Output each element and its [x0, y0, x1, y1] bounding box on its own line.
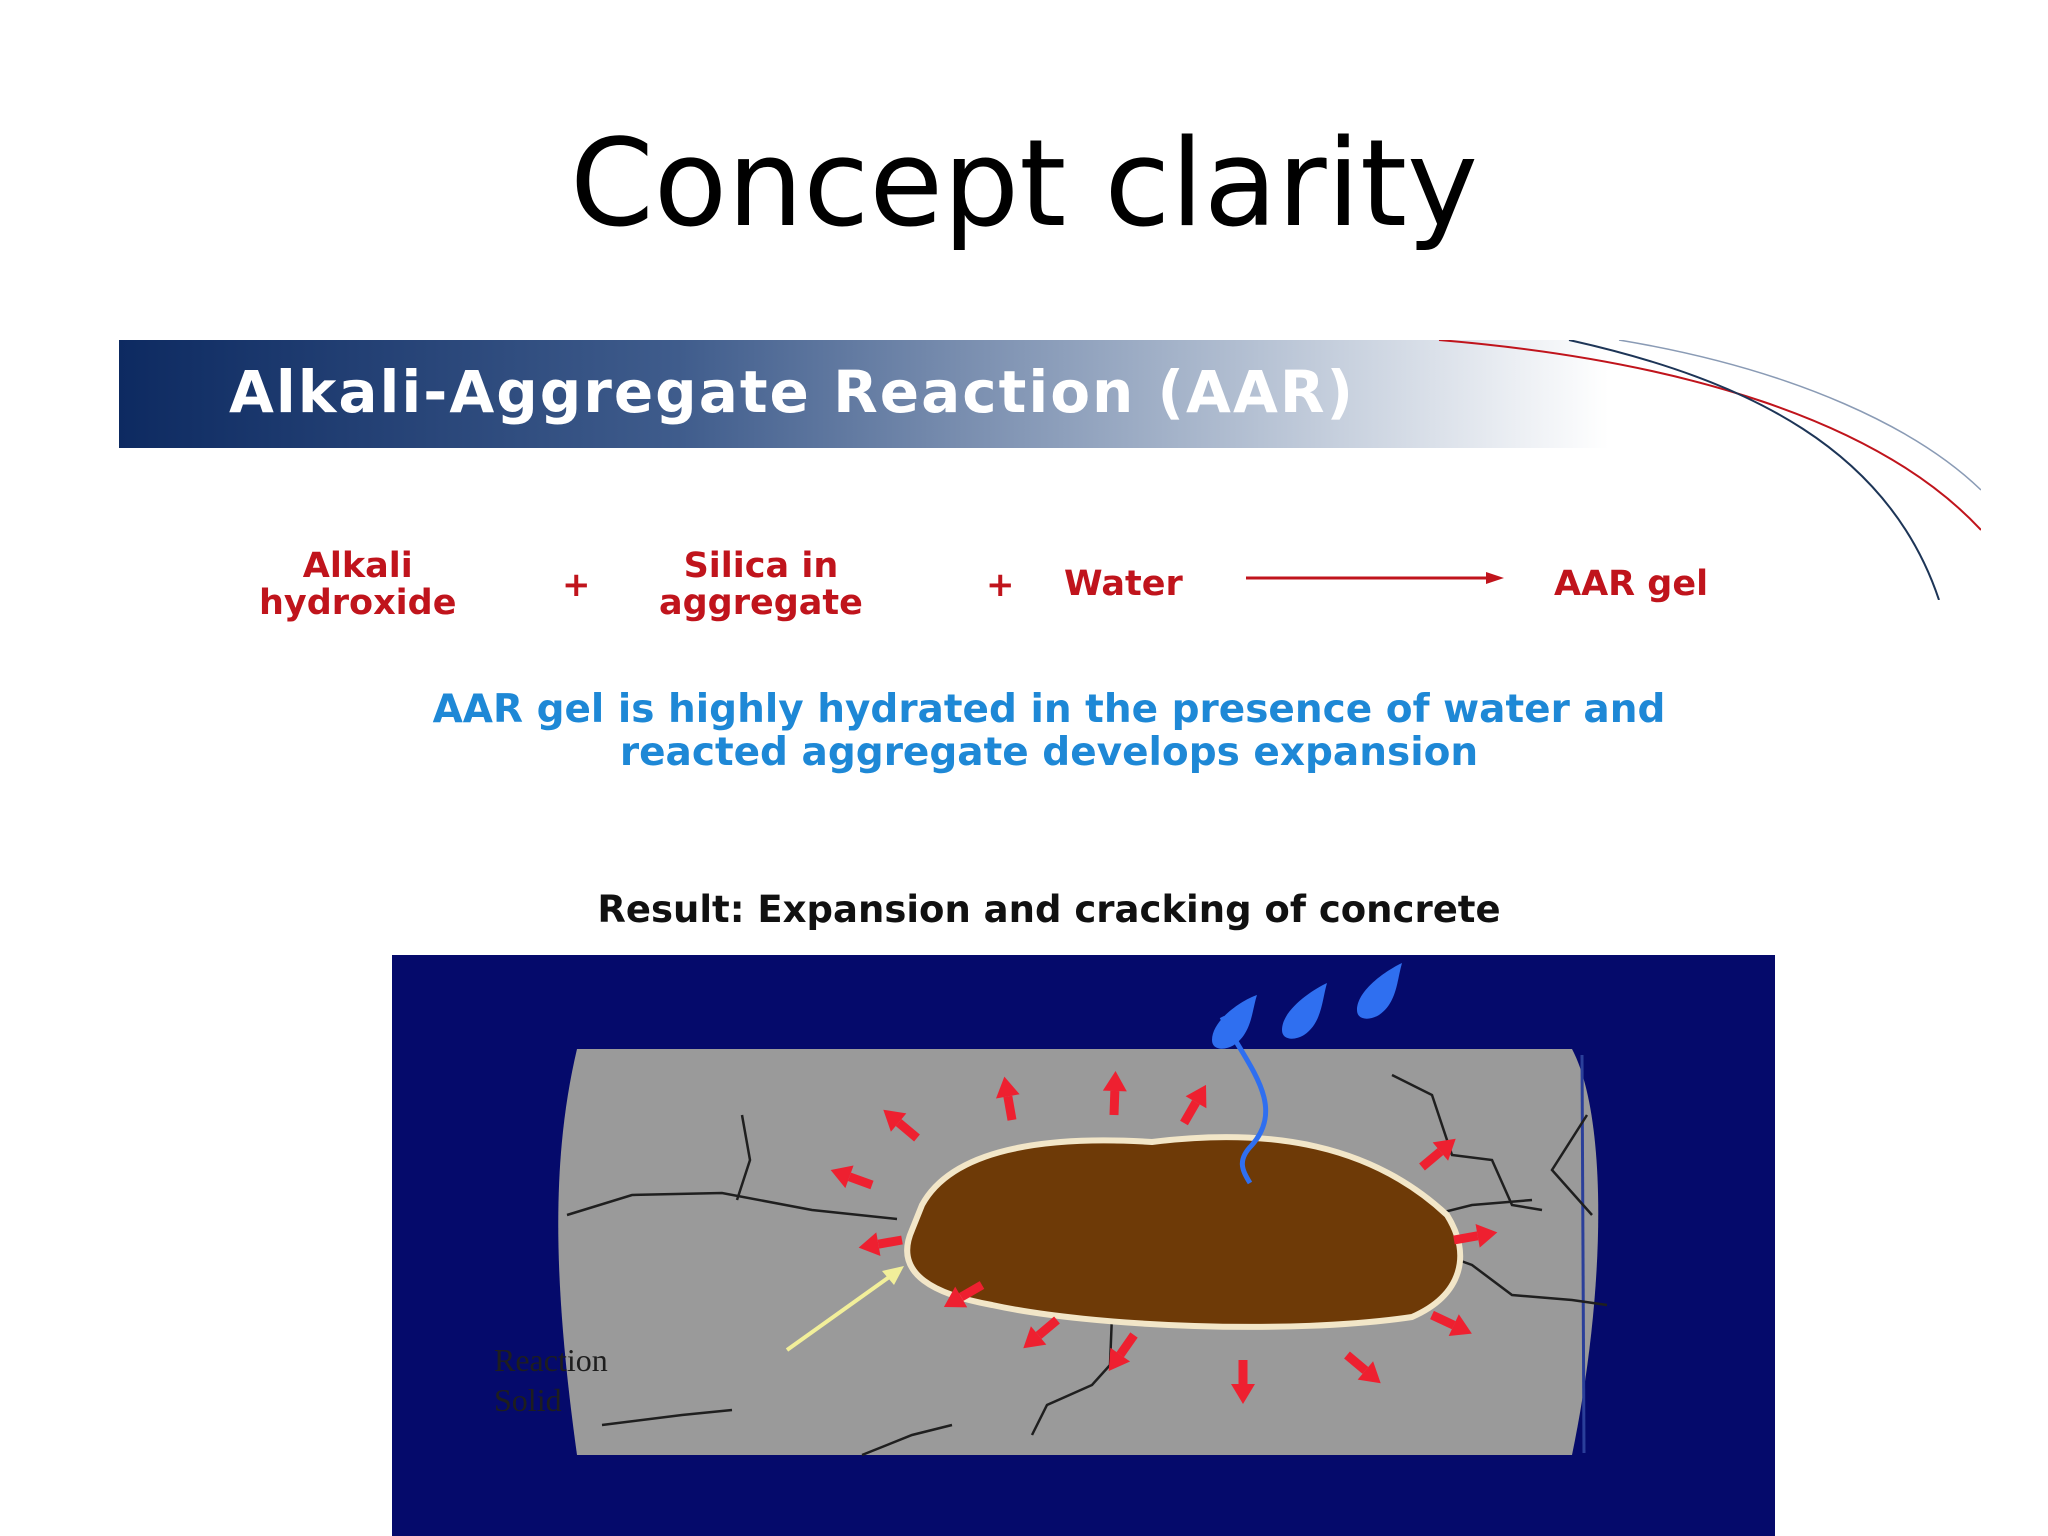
equation-term-water: Water [1064, 564, 1183, 604]
water-stream [1219, 1015, 1269, 1185]
title-banner: Alkali-Aggregate Reaction (AAR) [119, 340, 1981, 448]
term1-line2: hydroxide [259, 583, 457, 623]
label-pointer [785, 1273, 894, 1352]
expansion-arrow [1108, 1332, 1138, 1372]
cracks [566, 1073, 1608, 1457]
decorative-swoosh [1438, 340, 1981, 600]
expansion-arrow [1344, 1351, 1381, 1384]
expansion-arrow [996, 1076, 1020, 1121]
expansion-arrow [883, 1109, 920, 1142]
label-pointer-head [882, 1266, 904, 1285]
expansion-arrow [1231, 1360, 1255, 1404]
aar-illustration [392, 955, 1775, 1536]
equation-product-aar-gel: AAR gel [1554, 564, 1709, 604]
aggregate-particle [904, 1134, 1464, 1330]
slide-title: Concept clarity [569, 115, 1479, 254]
block-edge-line [1580, 1054, 1586, 1454]
expansion-arrow [1419, 1138, 1456, 1171]
banner-title: Alkali-Aggregate Reaction (AAR) [229, 358, 1355, 426]
label-line1: Reaction [494, 1342, 608, 1378]
statement-line1: AAR gel is highly hydrated in the presen… [432, 687, 1666, 732]
term2-line1: Silica in [683, 546, 839, 586]
expansion-arrow [1430, 1310, 1472, 1337]
expansion-arrow [1102, 1071, 1127, 1116]
label-line2: Solid [494, 1382, 562, 1418]
expansion-arrow [1453, 1224, 1498, 1248]
water-drop [1282, 983, 1327, 1039]
water-drop [1357, 963, 1402, 1019]
result-caption: Result: Expansion and cracking of concre… [597, 888, 1501, 931]
water-drop [1212, 995, 1257, 1049]
plus-sign: + [986, 565, 1015, 605]
expansion-arrow [1023, 1316, 1060, 1349]
expansion-arrow [858, 1232, 903, 1256]
expansion-arrow [830, 1165, 874, 1190]
term1-line1: Alkali [302, 546, 413, 586]
expansion-arrow [943, 1281, 985, 1308]
equation-term-silica: Silica in aggregate [659, 548, 863, 622]
reaction-solid-label: Reaction Solid [494, 1340, 608, 1420]
statement-line2: reacted aggregate develops expansion [619, 730, 1479, 775]
expansion-arrow [1180, 1084, 1207, 1126]
reaction-arrow [1246, 572, 1504, 584]
term2-line2: aggregate [659, 583, 863, 623]
explanation-statement: AAR gel is highly hydrated in the presen… [269, 688, 1829, 774]
plus-sign: + [562, 565, 591, 605]
embedded-slide-image: Alkali-Aggregate Reaction (AAR) Alkali h… [119, 340, 1981, 1536]
expansion-arrows [830, 1071, 1498, 1404]
equation-term-alkali-hydroxide: Alkali hydroxide [259, 548, 456, 622]
